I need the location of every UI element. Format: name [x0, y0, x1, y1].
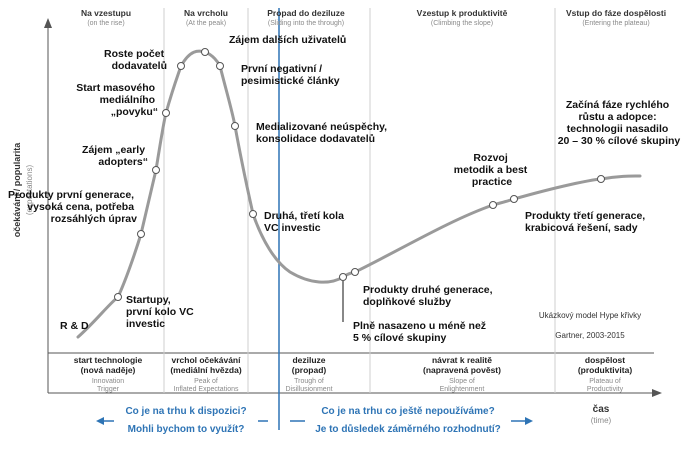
- phase-title-slope: Vzestup k produktivitě: [417, 8, 508, 18]
- annotation-deployed: Plně nasazeno u méně než 5 % cílové skup…: [353, 320, 489, 344]
- curve-marker: [152, 166, 160, 174]
- annotation-first-gen: Produkty první generace, vysoká cena, po…: [8, 189, 137, 225]
- curve-marker: [162, 109, 170, 117]
- stage-peak-label-2: (mediální hvězda): [170, 365, 241, 375]
- question-right-2: Je to důsledek záměrného rozhodnutí?: [315, 423, 501, 435]
- annotation-more-users: Zájem dalších uživatelů: [229, 34, 346, 46]
- curve-marker: [201, 48, 209, 56]
- y-axis-label: očekávání / popularita: [12, 142, 22, 238]
- annotation-vc-rounds: Druhá, třetí kola VC investic: [264, 210, 347, 234]
- right-question-arrowhead: [525, 417, 533, 425]
- x-axis-arrowhead: [652, 389, 662, 397]
- stage-peak-en: Peak of: [194, 378, 218, 385]
- stage-slope-en: Slope of: [449, 378, 475, 385]
- phase-title-plateau: Vstup do fáze dospělosti: [566, 8, 666, 18]
- annotation-methodologies: Rozvoj metodik a best practice: [454, 152, 530, 188]
- annotation-startups: Startupy, první kolo VC investic: [126, 294, 197, 330]
- curve-marker: [489, 201, 497, 209]
- stage-trough-en: Trough of: [294, 378, 324, 385]
- stage-trough-en-2: Disillusionment: [285, 386, 332, 393]
- phase-subtitle-slope: (Climbing the slope): [431, 20, 493, 27]
- annotation-rapid-growth: Začíná fáze rychlého růstu a adopce: tec…: [558, 99, 681, 147]
- stage-plateau-en: Plateau of: [589, 378, 621, 385]
- x-axis-sublabel: (time): [591, 416, 612, 425]
- stage-plateau-label-2: (produktivita): [578, 365, 632, 375]
- stage-trigger-en: Innovation: [92, 378, 124, 385]
- stage-peak-en-2: Inflated Expectations: [174, 386, 239, 393]
- annotation-early-adopters: Zájem „early adopters“: [82, 144, 148, 168]
- stage-plateau-en-2: Productivity: [587, 386, 624, 393]
- stage-trigger-en-2: Trigger: [97, 386, 120, 393]
- curve-marker: [177, 62, 185, 70]
- phase-subtitle-plateau: (Entering the plateau): [582, 20, 649, 27]
- question-left-1: Co je na trhu k dispozici?: [125, 406, 246, 417]
- annotation-third-gen: Produkty třetí generace, krabicová řešen…: [525, 210, 648, 234]
- annotation-failures: Medializované neúspěchy, konsolidace dod…: [256, 121, 390, 145]
- phase-title-peak: Na vrcholu: [184, 8, 228, 18]
- phase-subtitle-trough: (Sliding into the through): [268, 20, 344, 27]
- phase-title-rise: Na vzestupu: [81, 8, 131, 18]
- stage-plateau-label: dospělost: [585, 355, 625, 365]
- annotation-vendors: Roste počet dodavatelů: [104, 48, 167, 72]
- phase-subtitle-rise: (on the rise): [87, 20, 124, 27]
- credit-source: Gartner, 2003-2015: [555, 331, 625, 340]
- curve-marker: [249, 210, 257, 218]
- curve-marker: [231, 122, 239, 130]
- curve-marker: [339, 273, 347, 281]
- stage-peak-label: vrchol očekávání: [172, 355, 242, 365]
- y-axis-arrowhead: [44, 18, 52, 28]
- curve-marker: [137, 230, 145, 238]
- stage-slope-label: návrat k realitě: [432, 355, 492, 365]
- stage-trigger-label: start technologie: [74, 355, 143, 365]
- stage-trigger-label-2: (nová naděje): [81, 365, 136, 375]
- curve-marker: [597, 175, 605, 183]
- annotation-second-gen: Produkty druhé generace, doplňkové služb…: [363, 284, 495, 308]
- credit-title: Ukázkový model Hype křivky: [539, 311, 641, 320]
- phase-subtitle-peak: (At the peak): [186, 20, 226, 27]
- annotation-media-hype: Start masového mediálního „povyku“: [76, 82, 158, 118]
- stage-trough-label: deziluze: [292, 355, 325, 365]
- x-axis-label: čas: [593, 404, 610, 415]
- curve-marker: [510, 195, 518, 203]
- left-question-backdrop: [114, 403, 258, 437]
- question-left-2: Mohli bychom to využít?: [128, 424, 245, 435]
- curve-marker: [351, 268, 359, 276]
- phase-title-trough: Propad do deziluze: [267, 8, 345, 18]
- curve-marker: [216, 62, 224, 70]
- y-axis-sublabel: (expectations): [25, 165, 34, 216]
- stage-slope-label-2: (napravená pověst): [423, 365, 501, 375]
- stage-trough-label-2: (propad): [292, 365, 327, 375]
- stage-slope-en-2: Enlightenment: [440, 386, 485, 393]
- left-question-arrowhead: [96, 417, 104, 425]
- question-right-1: Co je na trhu co ještě nepoužíváme?: [321, 406, 494, 417]
- annotation-rd: R & D: [60, 320, 89, 332]
- hype-curve: [76, 49, 642, 339]
- annotation-negative-press: První negativní / pesimistické články: [241, 63, 340, 87]
- right-question-backdrop: [305, 403, 511, 437]
- curve-marker: [114, 293, 122, 301]
